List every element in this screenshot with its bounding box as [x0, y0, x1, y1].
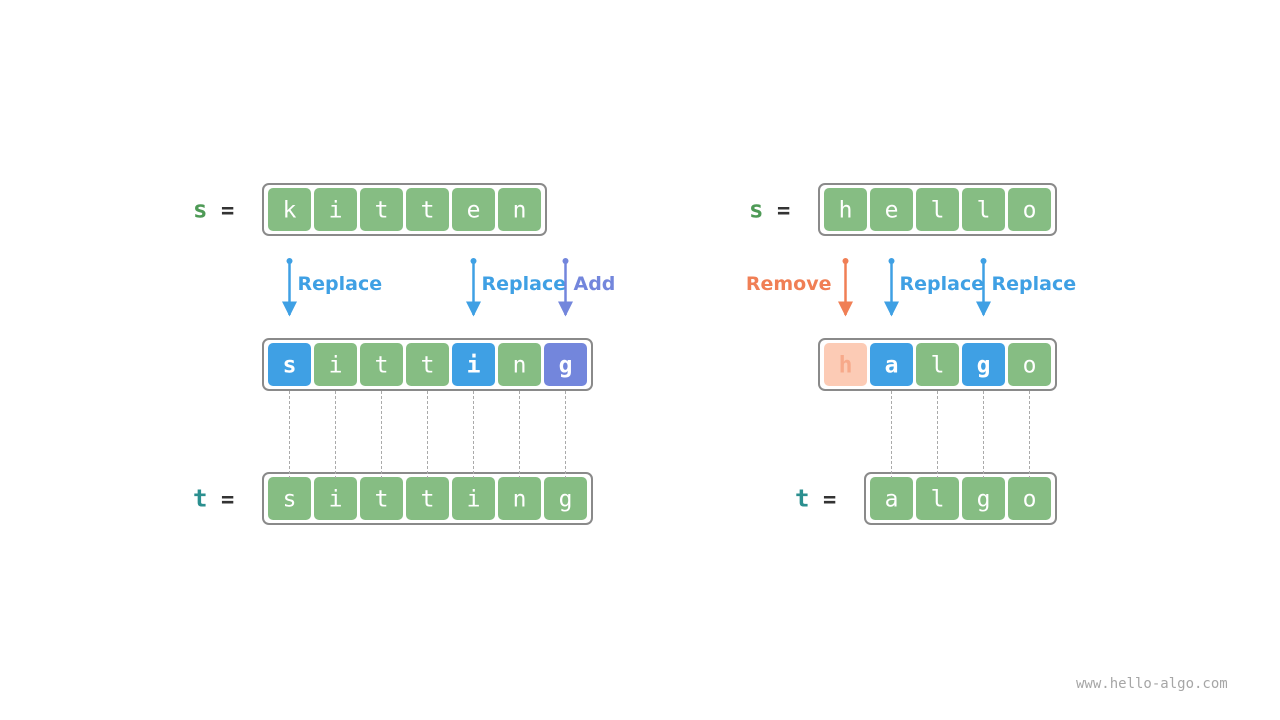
right-mid-cell-char-1: a	[885, 353, 899, 379]
left-s-cell-char-4: e	[467, 198, 481, 224]
left-mid-cell-char-0: s	[283, 353, 297, 379]
right-op-label-0: Remove	[746, 273, 832, 295]
right-t-cell-char-1: l	[931, 487, 945, 513]
left-mid-cell-char-3: t	[421, 353, 435, 379]
right-t-cell-2	[962, 477, 1005, 520]
left-t-equals-sign: =	[221, 488, 234, 513]
right-s-cell-0	[824, 188, 867, 231]
left-s-cell-char-0: k	[283, 198, 297, 224]
left-s-cell-char-3: t	[421, 198, 435, 224]
left-mid-cell-1	[314, 343, 357, 386]
left-mid-cell-3	[406, 343, 449, 386]
left-t-cell-2	[360, 477, 403, 520]
left-s-cell-char-5: n	[513, 198, 527, 224]
left-t-cell-char-4: i	[467, 487, 481, 513]
left-t-cell-0	[268, 477, 311, 520]
right-s-cell-3	[962, 188, 1005, 231]
right-t-equals-sign: =	[823, 488, 836, 513]
left-t-cell-char-0: s	[283, 487, 297, 513]
right-mid-cell-char-0: h	[839, 353, 853, 379]
right-t-cell-3	[1008, 477, 1051, 520]
left-s-cell-3	[406, 188, 449, 231]
left-s-cell-4	[452, 188, 495, 231]
left-t-cell-char-6: g	[559, 487, 573, 513]
right-t-cell-char-0: a	[885, 487, 899, 513]
right-mid-cell-4	[1008, 343, 1051, 386]
left-op-label-0: Replace	[298, 273, 383, 295]
right-s-equals-sign: =	[777, 199, 790, 224]
left-t-cell-char-3: t	[421, 487, 435, 513]
right-mid-cell-3	[962, 343, 1005, 386]
left-t-cell-char-5: n	[513, 487, 527, 513]
left-t-cell-char-2: t	[375, 487, 389, 513]
right-mid-cell-0	[824, 343, 867, 386]
left-mid-cell-5	[498, 343, 541, 386]
right-t-cell-0	[870, 477, 913, 520]
left-op-label-1: Replace	[482, 273, 567, 295]
right-s-cell-4	[1008, 188, 1051, 231]
right-s-cell-char-1: e	[885, 198, 899, 224]
left-s-cell-0	[268, 188, 311, 231]
right-t-cell-char-3: o	[1023, 487, 1037, 513]
left-s-equals-sign: =	[221, 199, 234, 224]
right-mid-cell-char-2: l	[931, 353, 945, 379]
left-s-cell-5	[498, 188, 541, 231]
left-mid-cell-char-6: g	[559, 353, 573, 379]
left-mid-cell-2	[360, 343, 403, 386]
left-s-cell-2	[360, 188, 403, 231]
right-s-cell-2	[916, 188, 959, 231]
right-mid-cell-char-3: g	[977, 353, 991, 379]
left-mid-cell-4	[452, 343, 495, 386]
left-t-cell-4	[452, 477, 495, 520]
right-mid-cell-2	[916, 343, 959, 386]
left-t-cell-char-1: i	[329, 487, 343, 513]
left-s-cell-char-1: i	[329, 198, 343, 224]
right-mid-cell-1	[870, 343, 913, 386]
right-t-var-label: t	[795, 485, 809, 513]
left-t-cell-1	[314, 477, 357, 520]
right-s-cell-char-3: l	[977, 198, 991, 224]
right-op-label-2: Replace	[992, 273, 1077, 295]
right-s-cell-char-2: l	[931, 198, 945, 224]
left-op-label-2: Add	[574, 273, 616, 295]
left-t-var-label: t	[193, 485, 207, 513]
right-op-label-1: Replace	[900, 273, 985, 295]
watermark: www.hello-algo.com	[1076, 676, 1228, 692]
right-t-cell-char-2: g	[977, 487, 991, 513]
left-s-cell-1	[314, 188, 357, 231]
left-mid-cell-6	[544, 343, 587, 386]
left-t-cell-5	[498, 477, 541, 520]
right-t-cell-1	[916, 477, 959, 520]
right-s-cell-char-4: o	[1023, 198, 1037, 224]
left-mid-cell-char-2: t	[375, 353, 389, 379]
right-mid-cell-char-4: o	[1023, 353, 1037, 379]
left-t-cell-6	[544, 477, 587, 520]
left-mid-cell-char-5: n	[513, 353, 527, 379]
left-s-cell-char-2: t	[375, 198, 389, 224]
right-s-var-label: s	[749, 196, 763, 224]
right-s-cell-char-0: h	[839, 198, 853, 224]
right-s-cell-1	[870, 188, 913, 231]
left-mid-cell-0	[268, 343, 311, 386]
left-mid-cell-char-4: i	[467, 353, 481, 379]
left-s-var-label: s	[193, 196, 207, 224]
left-t-cell-3	[406, 477, 449, 520]
left-mid-cell-char-1: i	[329, 353, 343, 379]
